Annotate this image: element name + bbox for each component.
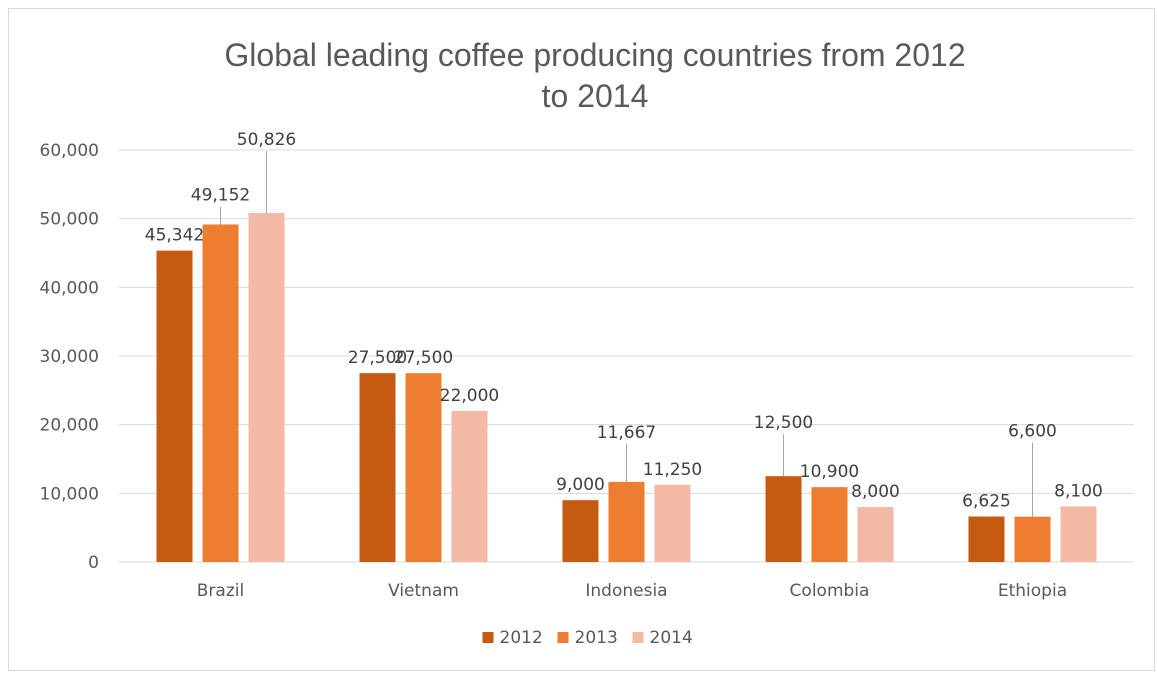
data-label-vietnam-2012: 27,500	[348, 348, 407, 368]
bar-indonesia-2014	[654, 484, 691, 562]
chart-title-line-1: Global leading coffee producing countrie…	[224, 37, 965, 73]
data-label-vietnam-2014: 22,000	[440, 386, 499, 406]
gridlines	[119, 149, 1134, 563]
category-label-indonesia: Indonesia	[585, 581, 667, 601]
bar-ethiopia-2012	[968, 516, 1005, 562]
legend-swatch-2014	[632, 632, 644, 643]
y-tick-label: 20,000	[40, 416, 99, 436]
legend-label-2013: 2013	[575, 628, 618, 648]
legend: 2012 2013 2014	[482, 628, 693, 648]
data-label-ethiopia-2012: 6,625	[962, 492, 1011, 512]
bar-brazil-2012	[156, 250, 193, 562]
legend-swatch-2012	[482, 632, 494, 643]
category-label-brazil: Brazil	[197, 581, 244, 601]
data-label-brazil-2012: 45,342	[145, 226, 204, 246]
data-label-colombia-2012: 12,500	[754, 413, 813, 433]
data-label-ethiopia-2014: 8,100	[1054, 481, 1103, 501]
legend-swatch-2013	[557, 632, 569, 643]
x-axis-categories: Brazil Vietnam Indonesia Colombia Ethiopia	[197, 581, 1067, 601]
bar-vietnam-2014	[451, 410, 488, 562]
chart-frame: Global leading coffee producing countrie…	[8, 8, 1155, 671]
data-label-brazil-2013: 49,152	[191, 185, 250, 205]
data-label-colombia-2014: 8,000	[851, 482, 900, 502]
bar-ethiopia-2014	[1060, 506, 1097, 562]
bar-colombia-2014	[857, 507, 894, 562]
bar-colombia-2013	[811, 487, 848, 562]
legend-label-2014: 2014	[650, 628, 693, 648]
category-label-vietnam: Vietnam	[388, 581, 459, 601]
bar-ethiopia-2013	[1014, 516, 1051, 562]
data-label-vietnam-2013: 27,500	[394, 348, 453, 368]
chart-title-line-2: to 2014	[542, 78, 649, 114]
leader-lines	[220, 150, 1033, 517]
data-label-ethiopia-2013: 6,600	[1008, 422, 1057, 442]
chart-title: Global leading coffee producing countrie…	[224, 37, 965, 114]
y-tick-label: 10,000	[40, 484, 99, 504]
data-label-indonesia-2014: 11,250	[643, 460, 702, 480]
category-label-ethiopia: Ethiopia	[998, 581, 1067, 601]
bar-colombia-2012	[765, 476, 802, 562]
data-label-indonesia-2013: 11,667	[597, 423, 656, 443]
y-tick-label: 30,000	[40, 347, 99, 367]
y-tick-label: 50,000	[40, 210, 99, 230]
data-label-indonesia-2012: 9,000	[556, 475, 605, 495]
y-tick-label: 60,000	[40, 141, 99, 161]
data-label-colombia-2013: 10,900	[800, 462, 859, 482]
bar-vietnam-2012	[359, 373, 396, 562]
bar-vietnam-2013	[405, 373, 442, 562]
bar-indonesia-2013	[608, 481, 645, 562]
y-axis-ticks: 0 10,000 20,000 30,000 40,000 50,000 60,000	[40, 141, 99, 573]
bar-chart: Global leading coffee producing countrie…	[40, 37, 1134, 648]
data-label-brazil-2014: 50,826	[237, 130, 296, 150]
bar-indonesia-2012	[562, 500, 599, 562]
category-label-colombia: Colombia	[790, 581, 870, 601]
y-tick-label: 0	[88, 553, 99, 573]
legend-label-2012: 2012	[500, 628, 543, 648]
bar-brazil-2013	[202, 224, 239, 562]
bars	[156, 212, 1097, 562]
bar-brazil-2014	[248, 212, 285, 562]
y-tick-label: 40,000	[40, 278, 99, 298]
